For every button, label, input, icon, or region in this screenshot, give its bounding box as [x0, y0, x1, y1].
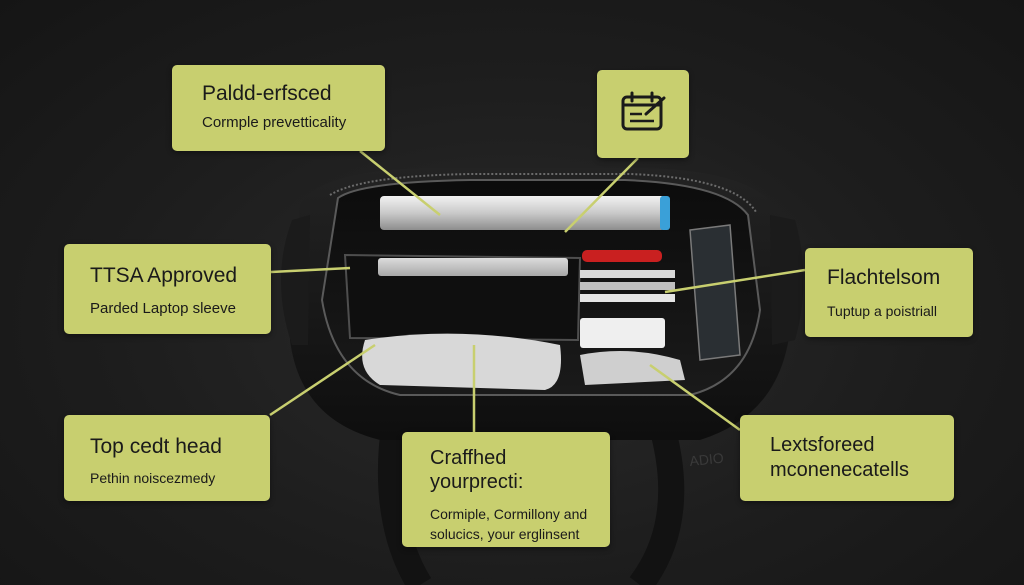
callout-subtitle: Tuptup a poistriall — [827, 303, 937, 319]
leader-lines — [269, 150, 806, 432]
shoe — [362, 333, 561, 390]
callout-tsa-approved: TTSA Approved Parded Laptop sleeve — [64, 244, 271, 334]
callout-title: Paldd-erfsced — [202, 82, 332, 105]
callout-top-head: Top cedt head Pethin noiscezmedy — [64, 415, 270, 501]
callout-padded-reinforced: Paldd-erfsced Cormple prevetticality — [172, 65, 385, 151]
callout-title-line2: yourprecti: — [430, 471, 524, 493]
callout-subtitle: Cormple prevetticality — [202, 114, 347, 131]
callout-subtitle: Pethin noiscezmedy — [90, 470, 216, 486]
callout-title: TTSA Approved — [90, 264, 238, 287]
callout-flachtelsom: Flachtelsom Tuptup a poistriall — [805, 248, 973, 337]
callout-title: Flachtelsom — [827, 266, 941, 289]
callout-title: Top cedt head — [90, 435, 222, 458]
callout-title-line1: Craffhed — [430, 447, 507, 469]
red-pen — [582, 250, 662, 262]
svg-text:ADIO: ADIO — [689, 450, 725, 470]
callout-title-line2: mconenecatells — [770, 459, 909, 481]
callout-icon — [597, 70, 689, 158]
organizer-pocket — [343, 253, 582, 342]
callout-title-line1: Lextsforeed — [770, 434, 875, 456]
callout-crafted: Craffhed yourprecti: Cormiple, Cormillon… — [402, 432, 610, 547]
callout-lextsforeed: Lextsforeed mconenecatells — [740, 415, 954, 501]
callout-subtitle: Parded Laptop sleeve — [90, 300, 236, 317]
checklist-calendar-icon — [620, 90, 666, 139]
callout-subtitle: Cormiple, Cormillony and solucics, your … — [430, 506, 588, 542]
